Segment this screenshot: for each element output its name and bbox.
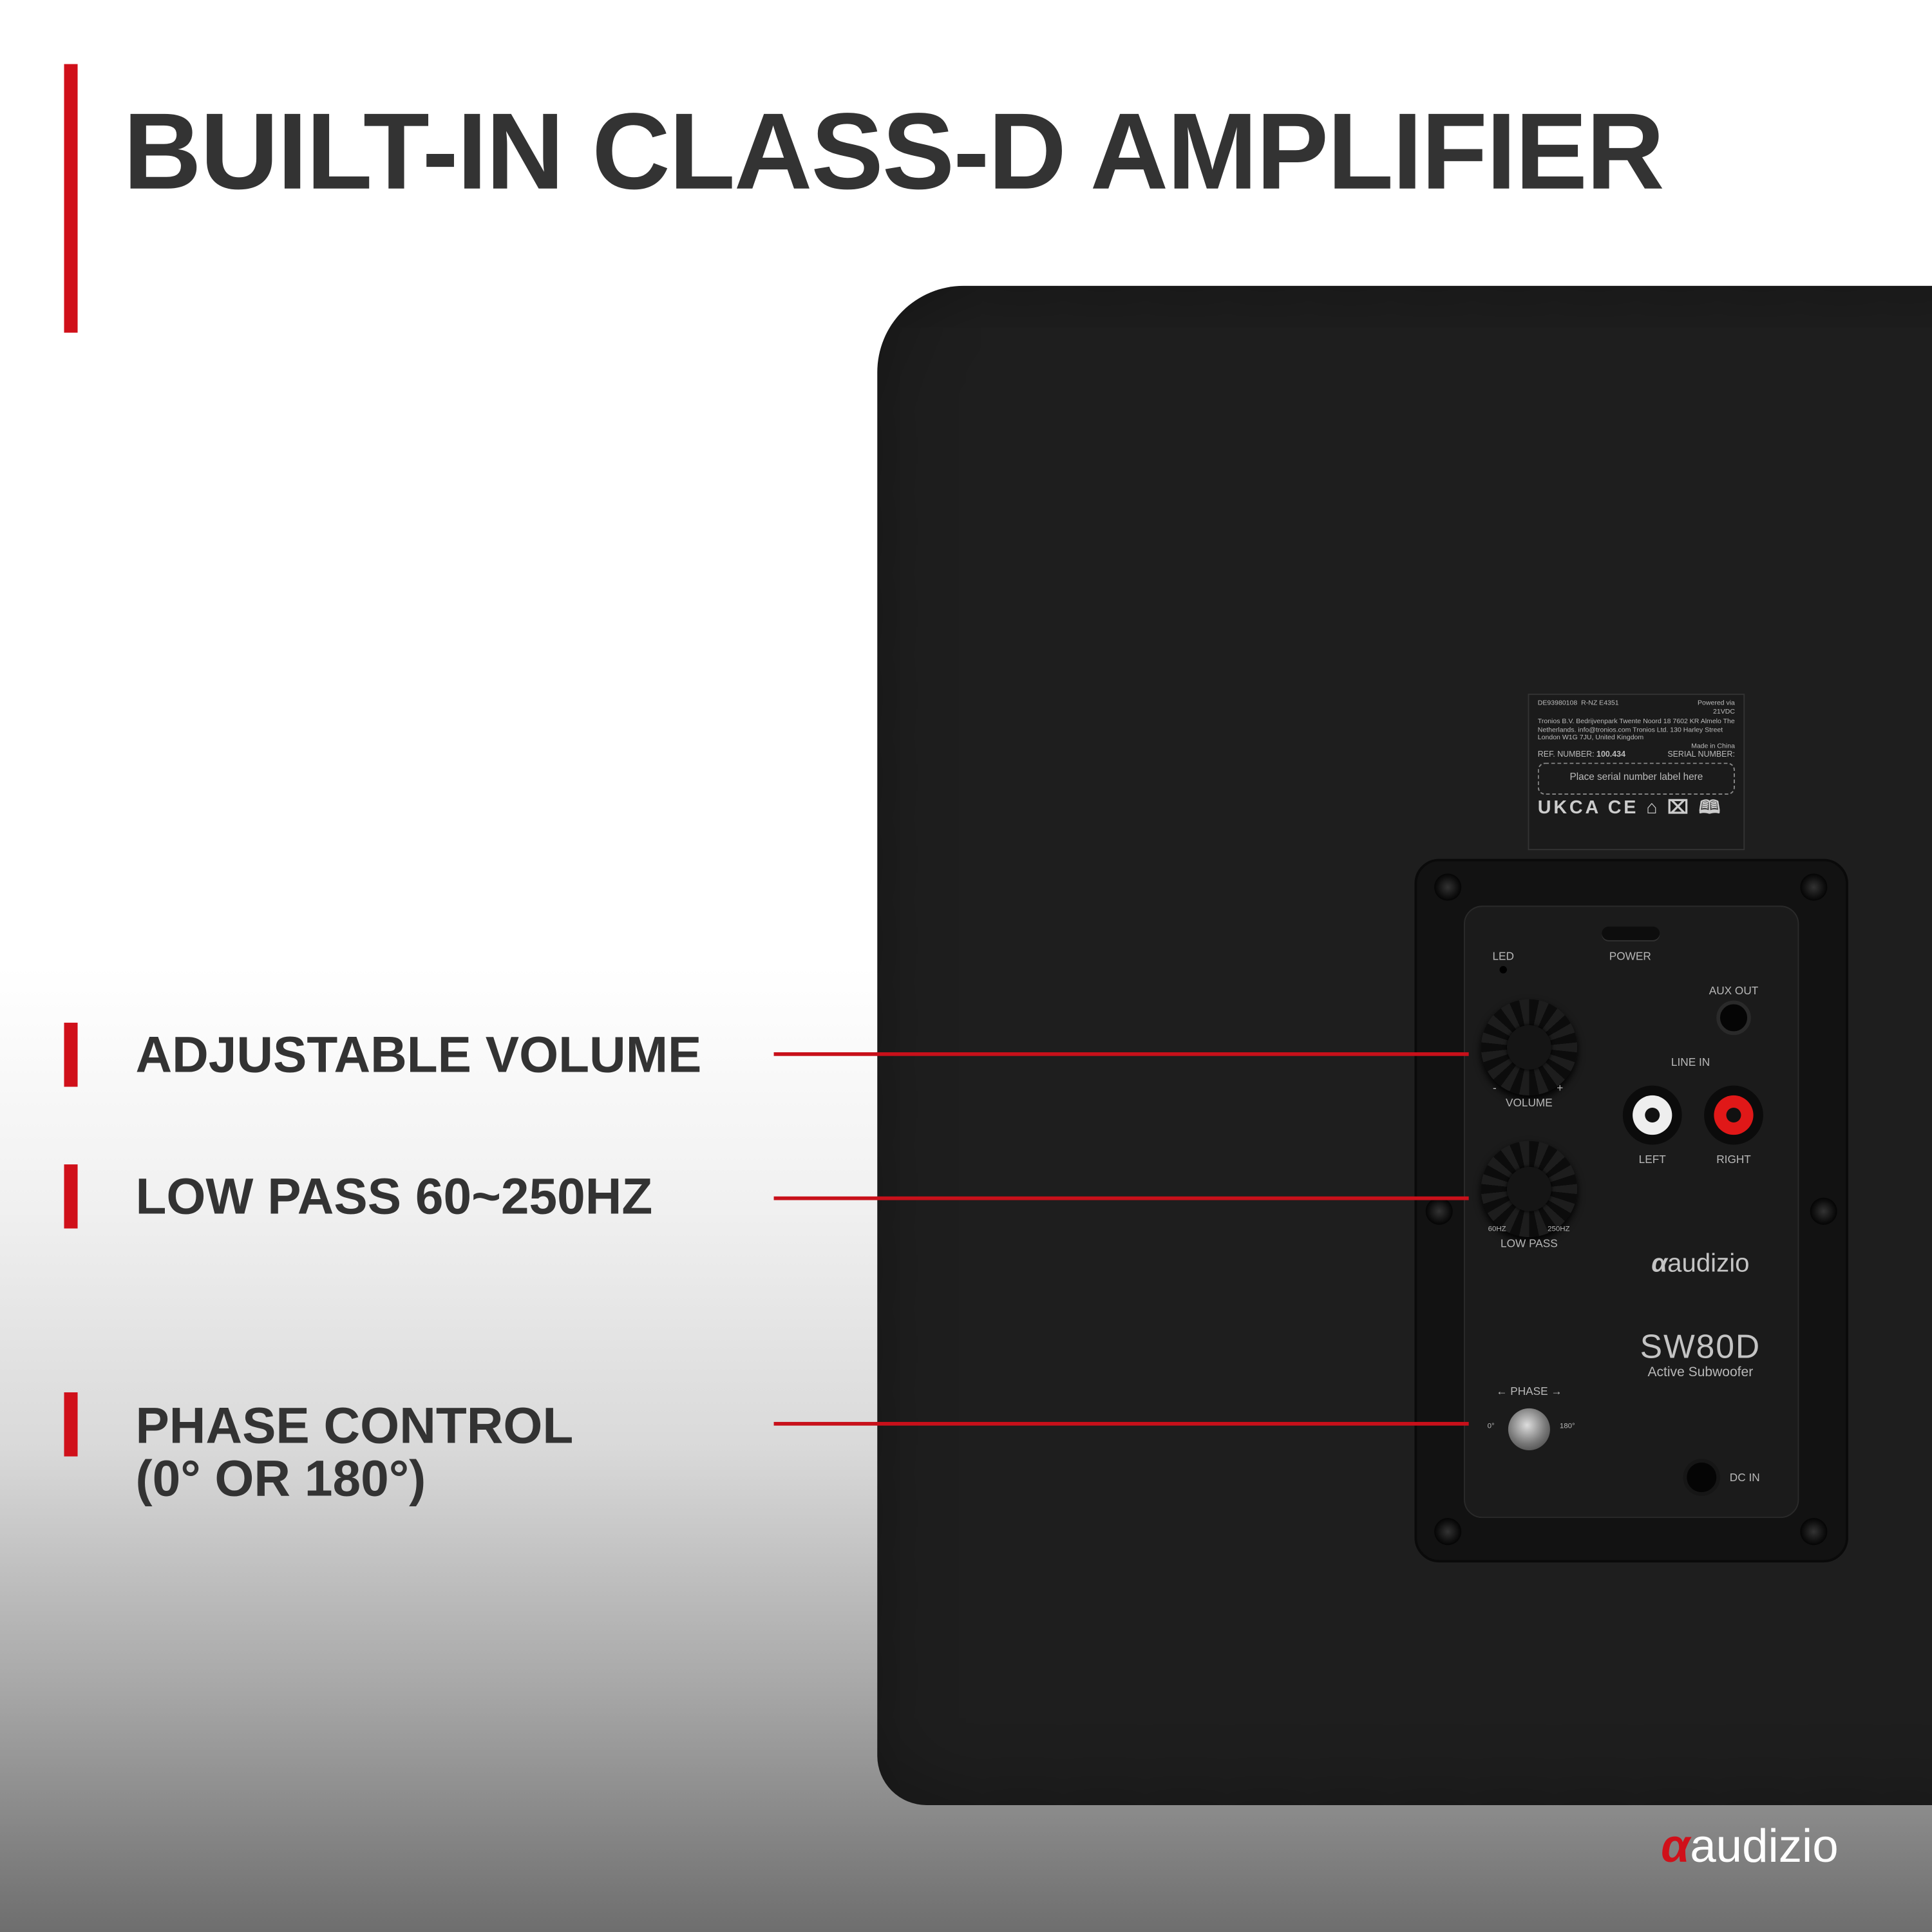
brand-logo-text: audizio [1690, 1821, 1839, 1873]
right-label: RIGHT [1716, 1153, 1751, 1166]
low-pass-label: LOW PASS [1501, 1236, 1558, 1250]
screw-icon [1425, 1197, 1453, 1225]
model-name: SW80D [1640, 1328, 1761, 1365]
dc-in-jack[interactable] [1683, 1459, 1720, 1496]
feature-accent-bar [64, 1164, 78, 1229]
ref-number: 100.434 [1596, 750, 1626, 759]
dc-in-label: DC IN [1729, 1471, 1760, 1484]
line-in-label: LINE IN [1671, 1056, 1710, 1068]
serial-placeholder: Place serial number label here [1537, 762, 1735, 795]
screw-icon [1800, 1518, 1828, 1546]
led-indicator [1499, 966, 1507, 974]
low-pass-max: 250HZ [1548, 1226, 1570, 1234]
product-label: DE93980108 R-NZ E4351 Powered via 21VDC T… [1528, 694, 1745, 851]
phase-0-label: 0° [1487, 1423, 1495, 1431]
low-pass-knob[interactable] [1481, 1141, 1578, 1237]
screw-icon [1434, 1518, 1462, 1546]
feature-accent-bar [64, 1392, 78, 1457]
volume-label: VOLUME [1506, 1096, 1553, 1109]
volume-max: + [1557, 1081, 1564, 1095]
feature-phase-values: (0° OR 180°) [135, 1450, 426, 1507]
led-label: LED [1492, 950, 1514, 963]
made-in: Made in China [1691, 742, 1735, 750]
rca-left-jack[interactable] [1622, 1085, 1682, 1145]
panel-brand-text: audizio [1667, 1249, 1750, 1278]
rnz-number: R-NZ E4351 [1581, 699, 1619, 708]
rca-right-jack[interactable] [1704, 1085, 1763, 1145]
phase-label: ← PHASE → [1496, 1385, 1562, 1397]
feature-accent-bar [64, 1023, 78, 1087]
feature-volume: ADJUSTABLE VOLUME [135, 1026, 702, 1083]
serial-label: SERIAL NUMBER: [1667, 750, 1735, 759]
screw-icon [1434, 873, 1462, 901]
power-info: Powered via 21VDC [1697, 699, 1735, 715]
power-label: POWER [1609, 950, 1651, 963]
phase-180-label: 180° [1559, 1423, 1575, 1431]
phase-toggle-switch[interactable] [1508, 1408, 1550, 1450]
address: Tronios B.V. Bedrijvenpark Twente Noord … [1537, 718, 1735, 742]
title-accent-bar [64, 64, 78, 333]
brand-logo: αaudizio [1661, 1821, 1839, 1873]
screw-icon [1810, 1197, 1837, 1225]
page-title: BUILT-IN CLASS-D AMPLIFIER [123, 90, 1664, 213]
feature-phase: PHASE CONTROL [135, 1397, 574, 1454]
volume-knob[interactable] [1481, 999, 1578, 1095]
volume-min: - [1492, 1081, 1497, 1095]
left-label: LEFT [1638, 1153, 1666, 1166]
cert-number: DE93980108 [1537, 699, 1578, 708]
feature-low-pass: LOW PASS 60~250HZ [135, 1168, 653, 1225]
panel-brand-logo: αaudizio [1651, 1249, 1750, 1278]
callout-line-volume [773, 1052, 1469, 1056]
screw-icon [1800, 873, 1828, 901]
callout-line-phase [773, 1421, 1469, 1426]
certification-marks-icon: UKCA CE ⌂ ⌧ 🕮 [1537, 796, 1723, 818]
aux-out-label: AUX OUT [1709, 984, 1759, 997]
ref-label: REF. NUMBER: [1537, 750, 1595, 759]
low-pass-min: 60HZ [1488, 1226, 1506, 1234]
model-subtitle: Active Subwoofer [1647, 1365, 1754, 1380]
callout-line-low-pass [773, 1196, 1469, 1200]
power-button[interactable] [1602, 926, 1660, 940]
aux-out-jack[interactable] [1716, 1000, 1751, 1036]
